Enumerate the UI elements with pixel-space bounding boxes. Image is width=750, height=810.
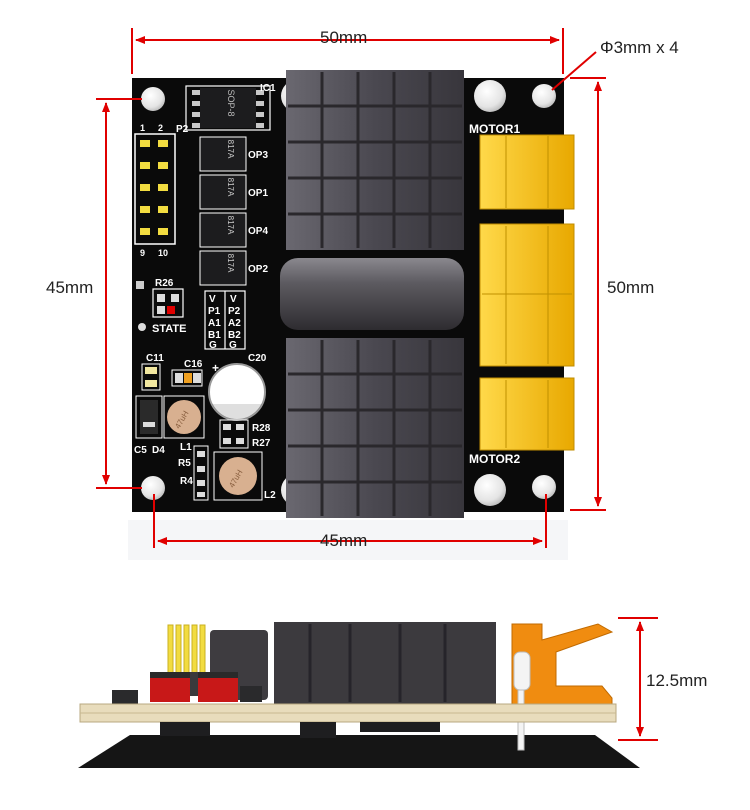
pinmap-right-1: P2 xyxy=(228,306,241,317)
dimension-left-height xyxy=(96,98,142,489)
terminal-block-motor1 xyxy=(479,134,575,210)
diode-d4 xyxy=(135,395,163,439)
dim-label-top-width: 50mm xyxy=(320,28,368,47)
label-pin10: 10 xyxy=(158,248,168,258)
opto-marking-4: 817A xyxy=(226,254,235,273)
label-op2: OP2 xyxy=(248,264,268,275)
capacitor-c11 xyxy=(141,363,161,391)
label-c11: C11 xyxy=(146,353,164,364)
resistors-l1-r5-r4 xyxy=(193,445,209,501)
pinmap-left-0: V xyxy=(209,294,216,305)
label-plus: + xyxy=(212,361,219,375)
terminal-block-motor2 xyxy=(479,377,575,451)
pinmap-left-1: P1 xyxy=(208,306,221,317)
terminal-block-power xyxy=(479,223,575,367)
dimension-bottom-width xyxy=(153,494,547,548)
inductor-1 xyxy=(163,395,205,439)
label-r28: R28 xyxy=(252,423,271,434)
label-pin9: 9 xyxy=(140,248,145,258)
resistors-r28-r27 xyxy=(219,419,249,449)
ic1-chip xyxy=(185,85,271,131)
pinmap-right-4: G xyxy=(229,340,237,351)
pinmap-right-0: V xyxy=(230,294,237,305)
label-pin2: 2 xyxy=(158,123,163,133)
optocouplers xyxy=(199,136,247,286)
label-op3: OP3 xyxy=(248,150,268,161)
pinmap-right-2: A2 xyxy=(228,318,241,329)
hole-leader-line xyxy=(551,51,597,91)
ic-marking: SOP-8 xyxy=(226,89,236,116)
inductor-2 xyxy=(213,451,263,501)
label-r26: R26 xyxy=(155,278,174,289)
dim-label-bottom-width: 45mm xyxy=(320,531,368,550)
label-r5: R5 xyxy=(178,458,191,469)
label-op4: OP4 xyxy=(248,226,268,237)
label-pin1: 1 xyxy=(140,123,145,133)
dimension-right-height xyxy=(570,77,606,511)
opto-marking-3: 817A xyxy=(226,216,235,235)
state-led xyxy=(152,288,184,318)
pinmap-left-4: G xyxy=(209,340,217,351)
label-c20: C20 xyxy=(248,353,267,364)
dimension-top-width xyxy=(131,28,564,74)
capacitor-c16 xyxy=(171,369,203,387)
side-view xyxy=(78,622,640,768)
small-pad xyxy=(136,281,144,289)
label-state: STATE xyxy=(152,323,186,335)
label-p2: P2 xyxy=(176,124,189,135)
pinmap-left-2: A1 xyxy=(208,318,221,329)
label-ic1: IC1 xyxy=(260,83,276,94)
label-c5: C5 xyxy=(134,445,147,456)
cylinder-capacitor xyxy=(280,258,464,330)
label-r27: R27 xyxy=(252,438,271,449)
label-d4: D4 xyxy=(152,445,165,456)
opto-marking-2: 817A xyxy=(226,178,235,197)
opto-marking-1: 817A xyxy=(226,140,235,159)
label-motor2: MOTOR2 xyxy=(469,452,520,466)
heatsink-bottom xyxy=(286,338,464,518)
pin-header-p2 xyxy=(134,133,176,245)
label-motor1: MOTOR1 xyxy=(469,122,520,136)
dim-label-side-height: 12.5mm xyxy=(646,671,708,690)
heatsink-top xyxy=(286,70,464,250)
pinmap-left-3: B1 xyxy=(208,330,221,341)
label-op1: OP1 xyxy=(248,188,268,199)
dim-label-left-height: 45mm xyxy=(46,278,94,297)
label-c16: C16 xyxy=(184,359,203,370)
label-l1: L1 xyxy=(180,442,192,453)
dim-label-right-height: 50mm xyxy=(607,278,655,297)
label-r4: R4 xyxy=(180,476,193,487)
dimension-side-height xyxy=(618,617,658,741)
pinmap-right-3: B2 xyxy=(228,330,241,341)
dim-label-hole-spec: Φ3mm x 4 xyxy=(600,38,679,57)
label-l2: L2 xyxy=(264,490,276,501)
